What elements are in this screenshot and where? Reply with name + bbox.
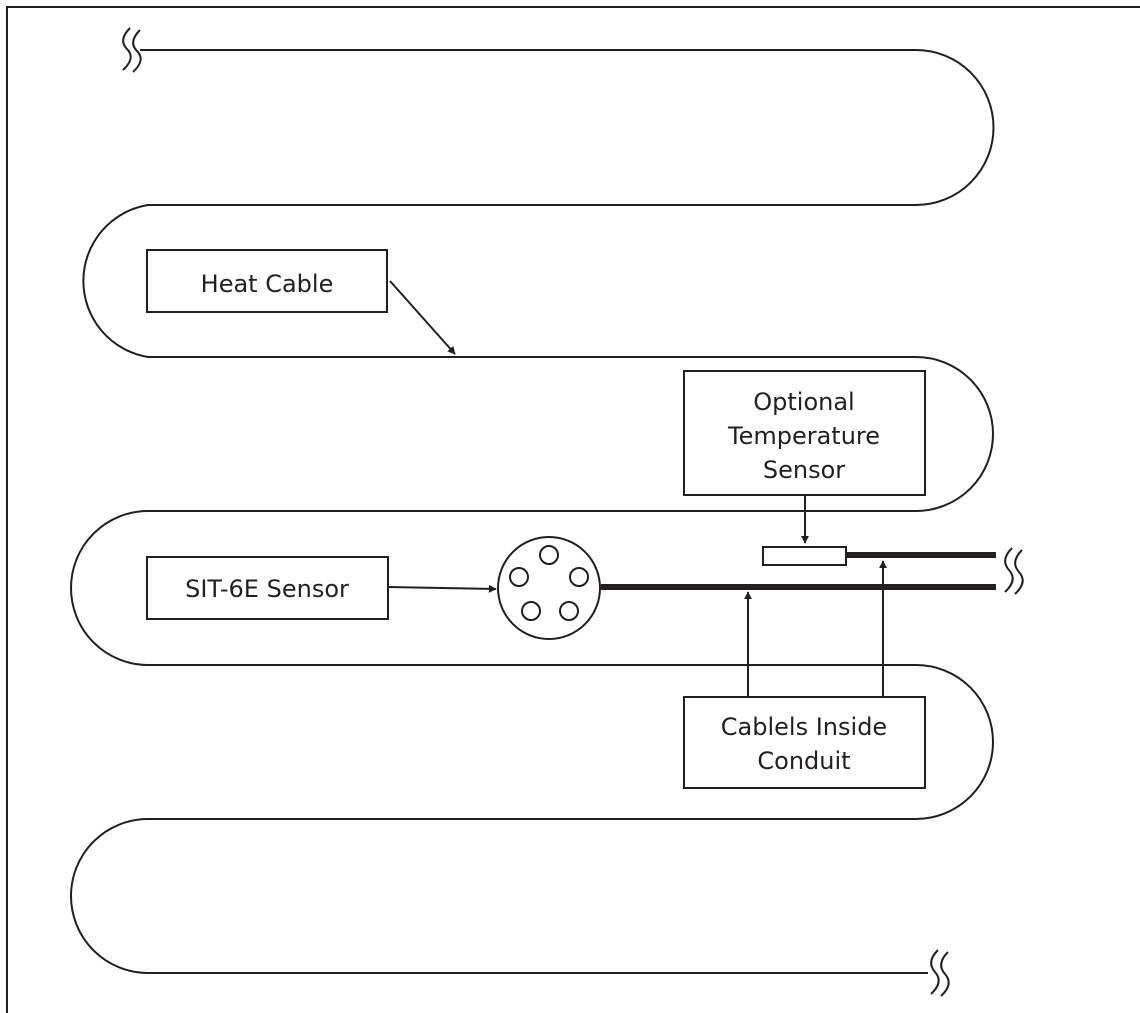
optional-sensor-label-line1: Optional (753, 388, 854, 416)
break-symbol-bottom (930, 949, 950, 997)
optional-sensor-label-line2: Temperature (727, 422, 880, 450)
optional-temperature-sensor (762, 546, 847, 566)
heat-cable-label: Heat Cable (201, 270, 334, 298)
sit-sensor-label-box (146, 556, 389, 620)
diagram-frame (6, 6, 1140, 1013)
sit-sensor-callout: SIT-6E Sensor (146, 556, 497, 620)
heat-cable-path (70, 49, 995, 974)
heat-cable-label-box (146, 249, 388, 313)
sit-sensor-arrow (387, 584, 497, 593)
break-symbol-top-left (122, 27, 142, 73)
sit-sensor-head (497, 536, 601, 640)
optional-sensor-callout: Optional Temperature Sensor (683, 370, 926, 566)
heat-cable-arrow (389, 280, 456, 355)
conduit-label-box (683, 696, 926, 789)
optional-sensor-label-line3: Sensor (763, 456, 845, 484)
conduit-label-line1: Cablels Inside (721, 713, 887, 741)
break-symbol-right (1004, 547, 1024, 595)
conduit-label-line2: Conduit (757, 747, 850, 775)
heat-cable-callout: Heat Cable (146, 249, 456, 355)
conduit-callout: Cablels Inside Conduit (683, 560, 926, 789)
optional-sensor-label-box (683, 370, 926, 496)
sit-sensor-label: SIT-6E Sensor (185, 575, 349, 603)
